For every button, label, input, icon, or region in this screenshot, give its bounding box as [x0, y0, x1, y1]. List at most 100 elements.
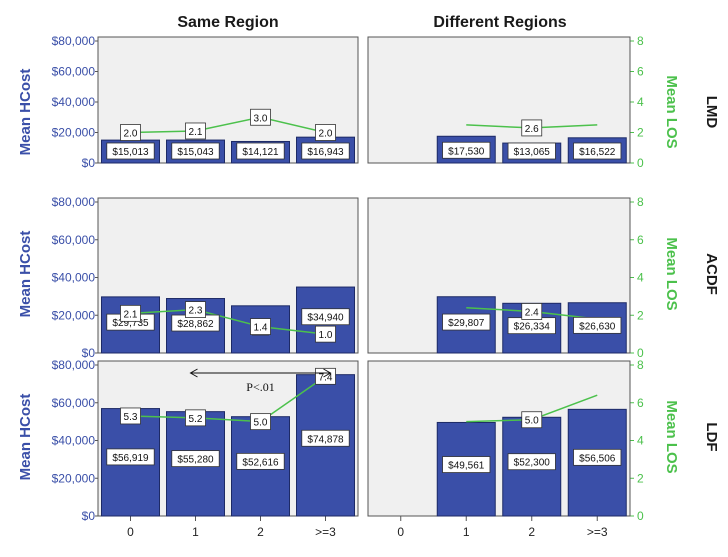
left-axis-title-lmd: Mean HCost [17, 69, 34, 156]
los-value-label-ge3: 1.0 [319, 330, 333, 341]
right-tick-label-acdf: 4 [637, 271, 644, 285]
right-tick-label-ldf: 0 [637, 509, 644, 523]
right-tick-label-ldf: 2 [637, 471, 644, 485]
bar-value-label-box [236, 142, 285, 160]
x-tick-label-2: 2 [257, 525, 264, 539]
left-axis-title-ldf: Mean HCost [17, 394, 34, 481]
right-axis-title-lmd: Mean LOS [663, 75, 680, 148]
left-tick-label-lmd: $20,000 [52, 126, 96, 140]
right-axis-title-ldf: Mean LOS [663, 400, 680, 473]
bar-value-label-0: $15,013 [112, 147, 149, 158]
bar-value-label-ge3: $16,943 [307, 147, 344, 158]
right-tick-label-lmd: 2 [637, 126, 644, 140]
bar-value-label-ge3: $34,940 [307, 313, 344, 324]
left-tick-label-ldf: $40,000 [52, 434, 96, 448]
los-value-label-2: 2.6 [525, 124, 539, 135]
bar-value-label-ge3: $74,878 [307, 434, 344, 445]
los-value-label-0: 2.1 [124, 309, 138, 320]
left-tick-label-lmd: $0 [82, 156, 96, 170]
los-value-label-box [185, 122, 206, 140]
los-value-label-box [521, 303, 543, 320]
los-value-label-box [521, 411, 543, 429]
bar-value-label-box [301, 142, 350, 160]
bar-value-label-1: $15,043 [177, 147, 214, 158]
left-tick-label-acdf: $80,000 [52, 195, 96, 209]
bar-value-label-ge3: $56,506 [579, 453, 616, 464]
left-axis-title-acdf: Mean HCost [17, 231, 34, 318]
right-tick-label-acdf: 8 [637, 195, 644, 209]
los-value-label-ge3: 2.0 [319, 129, 333, 140]
bar-value-label-box [573, 142, 622, 160]
los-value-label-1: 2.1 [189, 127, 203, 138]
los-value-label-2: 3.0 [254, 113, 268, 124]
x-tick-label-ge3: >=3 [587, 525, 608, 539]
left-tick-label-ldf: $80,000 [52, 358, 96, 372]
bar-value-label-ge3: $16,522 [579, 147, 616, 158]
right-tick-label-lmd: 4 [637, 95, 644, 109]
los-line [130, 308, 326, 335]
bar-value-label-1: $29,807 [448, 318, 485, 329]
left-tick-label-lmd: $80,000 [52, 34, 96, 48]
los-value-label-box [521, 119, 543, 137]
los-value-label-ge3: 7.4 [319, 372, 333, 383]
bar-value-label-box [442, 313, 491, 331]
los-value-label-1: 5.2 [189, 414, 203, 425]
bar-value-label-box [301, 308, 350, 326]
x-tick-label-1: 1 [463, 525, 470, 539]
bar-value-label-2: $26,334 [514, 322, 551, 333]
bar-value-label-box [171, 450, 220, 468]
left-tick-label-lmd: $40,000 [52, 95, 96, 109]
los-line [130, 375, 326, 423]
los-value-label-box [315, 124, 336, 141]
right-tick-label-ldf: 8 [637, 358, 644, 372]
bar-value-label-0: $56,919 [112, 453, 149, 464]
los-value-label-box [250, 318, 271, 335]
left-tick-label-acdf: $0 [82, 346, 96, 360]
x-tick-label-ge3: >=3 [315, 525, 336, 539]
bar-value-label-2: $52,616 [242, 457, 279, 468]
x-tick-label-0: 0 [397, 525, 404, 539]
bar-value-label-1: $55,280 [177, 455, 214, 466]
right-axis-title-acdf: Mean LOS [663, 237, 680, 310]
los-value-label-box [250, 108, 271, 126]
los-value-label-box [120, 304, 141, 322]
los-value-label-box [315, 325, 336, 343]
left-tick-label-lmd: $60,000 [52, 65, 96, 79]
left-tick-label-ldf: $60,000 [52, 396, 96, 410]
column-title-different-regions: Different Regions [433, 14, 566, 31]
bar-value-label-1: $28,862 [177, 319, 214, 330]
bar-value-label-box [507, 453, 556, 471]
right-tick-label-ldf: 4 [637, 434, 644, 448]
right-tick-label-lmd: 8 [637, 34, 644, 48]
los-value-label-2: 5.0 [254, 418, 268, 429]
right-tick-label-lmd: 0 [637, 156, 644, 170]
right-tick-label-acdf: 0 [637, 346, 644, 360]
los-value-label-box [185, 301, 206, 318]
bar-value-label-box [573, 316, 622, 334]
row-title-lmd: LMD [703, 96, 720, 129]
row-title-ldf: LDF [703, 422, 720, 451]
left-tick-label-acdf: $20,000 [52, 308, 96, 322]
right-tick-label-lmd: 6 [637, 65, 644, 79]
left-tick-label-acdf: $60,000 [52, 233, 96, 247]
left-tick-label-ldf: $0 [82, 509, 96, 523]
left-tick-label-acdf: $40,000 [52, 271, 96, 285]
x-tick-label-0: 0 [127, 525, 134, 539]
column-title-same-region: Same Region [177, 14, 278, 31]
bar-value-label-box [442, 456, 491, 473]
los-value-label-box [250, 413, 271, 431]
annotation-arrowhead-left [189, 368, 198, 378]
los-value-label-0: 2.0 [124, 129, 138, 140]
bar-value-label-ge3: $26,630 [579, 321, 616, 332]
bar-value-label-box [442, 141, 491, 159]
los-value-label-box [120, 124, 141, 141]
bar-value-label-1: $17,530 [448, 146, 485, 157]
right-tick-label-ldf: 6 [637, 396, 644, 410]
